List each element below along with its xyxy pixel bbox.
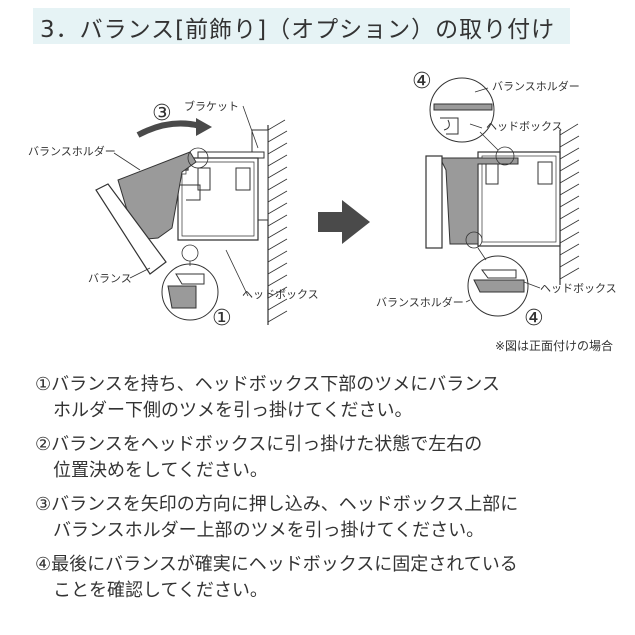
label-valance-holder-left: バランスホルダー [28, 144, 116, 158]
instruction-step: ①バランスを持ち、ヘッドボックス下部のツメにバランス ホルダー下側のツメを引っ掛… [35, 372, 625, 424]
label-bracket: ブラケット [184, 99, 239, 113]
step-line: バランスホルダー上部のツメを引っ掛けてください。 [53, 520, 485, 541]
headbox-right [477, 151, 561, 247]
step-line: ホルダー下側のツメを引っ掛けてください。 [53, 400, 413, 421]
label-valance-holder-bottom: バランスホルダー [376, 295, 464, 309]
valance-right [425, 155, 443, 249]
figure-note: ※図は正面付けの場合 [494, 339, 613, 353]
label-headbox-left: ヘッドボックス [242, 288, 319, 301]
push-arrow [136, 120, 201, 138]
step-marker-4-bottom: ④ [524, 306, 544, 331]
headbox-left [177, 157, 259, 241]
step-line: ①バランスを持ち、ヘッドボックス下部のツメにバランス [35, 374, 500, 395]
wall-right [559, 123, 580, 285]
transition-arrow [318, 200, 370, 244]
step-marker-3: ③ [152, 101, 172, 126]
step-line: ②バランスをヘッドボックスに引っ掛けた状態で左右の [35, 434, 483, 455]
step-marker-4-top: ④ [412, 69, 432, 94]
instruction-step: ②バランスをヘッドボックスに引っ掛けた状態で左右の 位置決めをしてください。 [35, 432, 625, 484]
page-title: 3．バランス[前飾り]（オプション）の取り付け [40, 17, 556, 43]
valance-left [95, 183, 167, 275]
step-marker-1: ① [212, 306, 232, 331]
instruction-list: ①バランスを持ち、ヘッドボックス下部のツメにバランス ホルダー下側のツメを引っ掛… [35, 372, 625, 612]
right-diagram [425, 77, 580, 317]
valance-holder-right [439, 157, 519, 245]
instruction-step: ④最後にバランスが確実にヘッドボックスに固定されている ことを確認してください。 [35, 552, 625, 604]
step-line: ③バランスを矢印の方向に押し込み、ヘッドボックス上部に [35, 494, 519, 515]
label-headbox-top-right: ヘッドボックス [486, 120, 563, 133]
installation-figure: ブラケット バランスホルダー バランス ヘッドボックス ③ ① [0, 60, 635, 360]
left-diagram [95, 105, 288, 325]
label-valance-holder-top: バランスホルダー [492, 79, 580, 93]
step-line: ことを確認してください。 [53, 580, 268, 601]
label-valance-left: バランス [88, 272, 132, 285]
label-headbox-bottom-right: ヘッドボックス [540, 282, 617, 295]
step-line: ④最後にバランスが確実にヘッドボックスに固定されている [35, 554, 518, 575]
step-line: 位置決めをしてください。 [53, 460, 268, 481]
instruction-step: ③バランスを矢印の方向に押し込み、ヘッドボックス上部に バランスホルダー上部のツ… [35, 492, 625, 544]
title-background [33, 8, 570, 44]
